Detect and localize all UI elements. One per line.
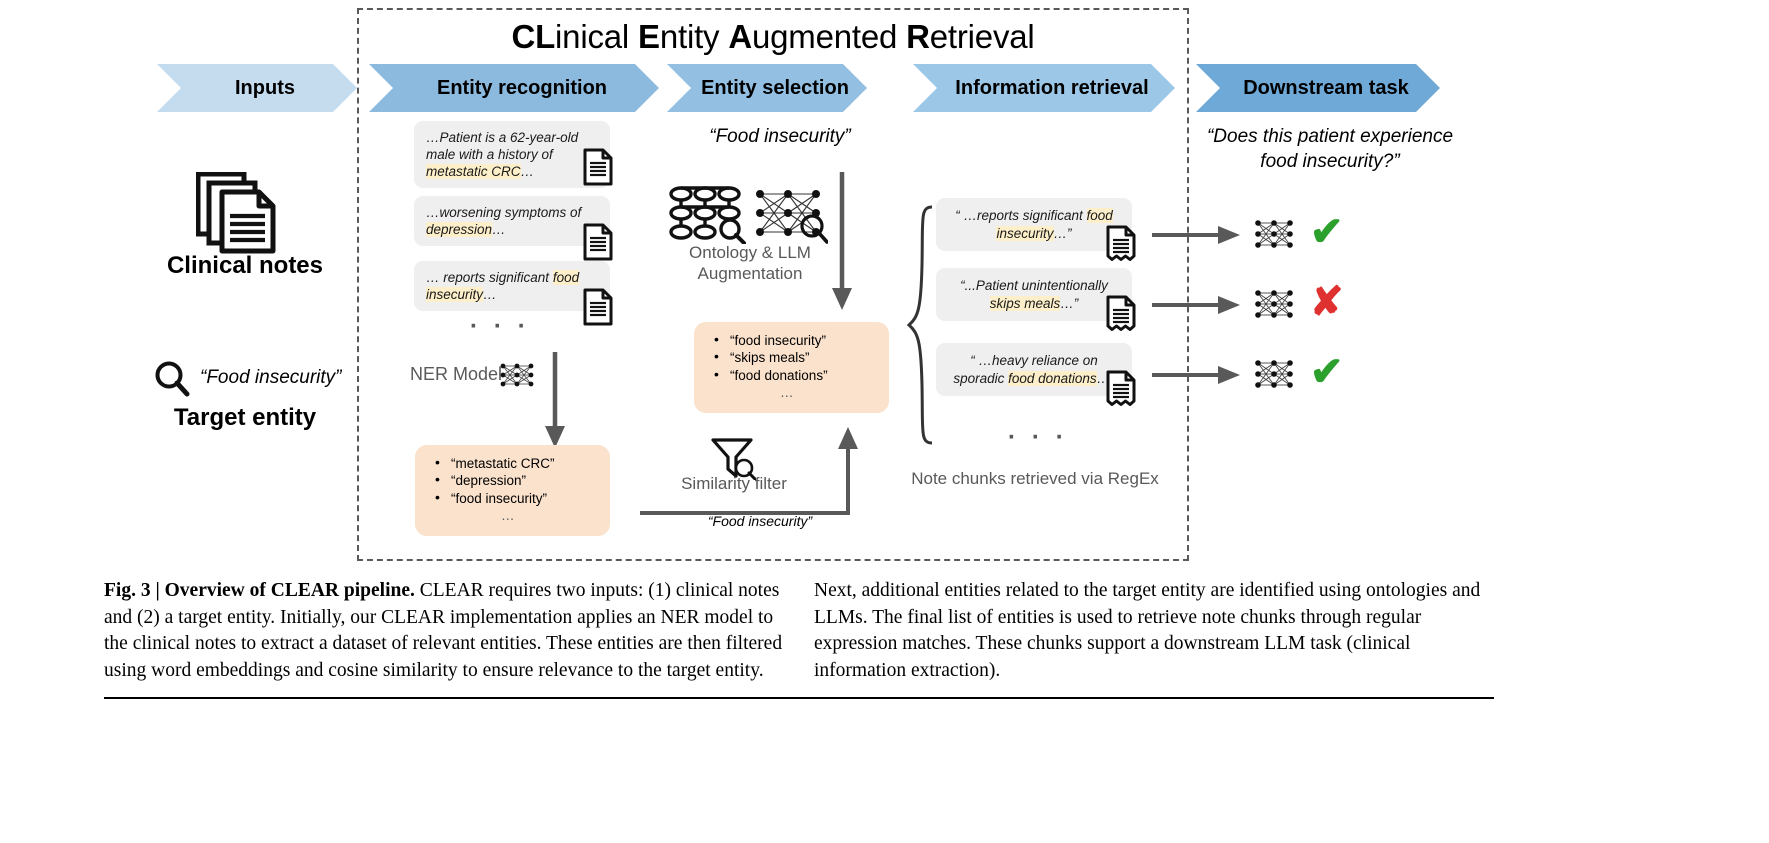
- torn-document-icon: [1106, 370, 1136, 406]
- neural-network-icon: [1255, 290, 1293, 318]
- documents-stack-icon: [196, 172, 276, 254]
- stage-entity-recognition[interactable]: Entity recognition: [369, 64, 659, 112]
- clinical-note-card: … reports significant food insecurity…: [414, 261, 610, 311]
- entity-ellipsis: …: [501, 507, 516, 523]
- torn-document-icon: [1106, 295, 1136, 331]
- note-text: …worsening symptoms of depression…: [426, 205, 582, 237]
- document-icon: [583, 288, 613, 326]
- neural-network-icon: [1255, 220, 1293, 248]
- funnel-search-icon: [711, 438, 756, 480]
- verdict-cross-icon: ✘: [1310, 280, 1344, 324]
- pipeline-stage-bar: Inputs Entity recognition Entity selection…: [0, 64, 1769, 112]
- entity-item: “food insecurity”: [435, 489, 610, 507]
- entity-ellipsis: …: [780, 384, 795, 400]
- neural-network-search-icon: [756, 190, 828, 244]
- right-arrow-icon: [1152, 366, 1240, 384]
- notes-ellipsis: ∙ ∙ ∙: [470, 312, 530, 340]
- note-text: …Patient is a 62-year-old male with a hi…: [426, 130, 579, 179]
- caption-rule: [104, 697, 1494, 699]
- similarity-filter-query: “Food insecurity”: [707, 513, 813, 529]
- stage-information-retrieval[interactable]: Information retrieval: [913, 64, 1175, 112]
- entity-highlight: food insecurity: [426, 270, 580, 302]
- neural-network-icon: [500, 363, 534, 387]
- entity-highlight: metastatic CRC: [426, 164, 521, 179]
- entity-selection-query: “Food insecurity”: [709, 126, 851, 147]
- entity-item: “depression”: [435, 471, 610, 489]
- entity-selection-down-arrow-icon: [832, 172, 852, 310]
- chunk-text: “...Patient unintentionally skips meals……: [960, 278, 1108, 311]
- note-text: … reports significant food insecurity…: [426, 270, 580, 302]
- clinical-note-card: …Patient is a 62-year-old male with a hi…: [414, 121, 610, 188]
- retrieved-chunks-ellipsis: ∙ ∙ ∙: [1008, 423, 1068, 451]
- stage-label: Downstream task: [1243, 76, 1409, 99]
- stage-label: Entity selection: [701, 76, 849, 99]
- retrieved-chunk-card: “...Patient unintentionally skips meals……: [936, 268, 1132, 322]
- extracted-entities-box: “metastatic CRC”“depression”“food insecu…: [415, 445, 610, 537]
- retrieved-chunk-card: “ …heavy reliance on sporadic food donat…: [936, 343, 1132, 397]
- stage-label: Entity recognition: [437, 76, 607, 99]
- ontology-tree-search-icon: [669, 186, 746, 244]
- verdict-check-icon: ✔: [1310, 350, 1344, 394]
- retrieval-caption: Note chunks retrieved via RegEx: [911, 469, 1159, 488]
- magnifier-icon: [155, 361, 190, 397]
- pipeline-title: CLinical Entity Augmented Retrieval: [511, 18, 1035, 55]
- stage-label: Inputs: [235, 76, 295, 99]
- augmented-entities-box: “food insecurity”“skips meals”“food dona…: [694, 322, 889, 414]
- augmentation-label: Ontology & LLM Augmentation: [689, 243, 811, 283]
- target-entity-row: “Food insecurity”: [152, 358, 392, 398]
- right-arrow-icon: [1152, 296, 1240, 314]
- stage-inputs[interactable]: Inputs: [157, 64, 357, 112]
- target-entity-label: Target entity: [173, 404, 317, 431]
- entity-item: “food insecurity”: [714, 331, 889, 349]
- clinical-note-card: …worsening symptoms of depression…: [414, 196, 610, 246]
- entity-highlight: depression: [426, 222, 493, 237]
- stage-entity-selection[interactable]: Entity selection: [667, 64, 867, 112]
- caption-lead: Fig. 3 | Overview of CLEAR pipeline.: [104, 580, 415, 601]
- entity-item: “metastatic CRC”: [435, 454, 610, 472]
- chunk-text: “ …reports significant food insecurity…”: [955, 208, 1113, 241]
- entity-item: “skips meals”: [714, 348, 889, 366]
- torn-document-icon: [1106, 225, 1136, 261]
- clinical-notes-label: Clinical notes: [166, 252, 324, 279]
- clear-pipeline-boundary: [357, 8, 1189, 561]
- neural-network-icon: [1255, 360, 1293, 388]
- similarity-filter-label: Similarity filter: [681, 474, 787, 493]
- curly-brace-icon: [906, 205, 933, 445]
- entity-highlight: skips meals: [989, 295, 1061, 311]
- augmented-entities-list: “food insecurity”“skips meals”“food dona…: [694, 331, 889, 401]
- entity-highlight: food donations: [1008, 370, 1097, 386]
- entity-item: “food donations”: [714, 366, 889, 384]
- caption-body: CLEAR requires two inputs: (1) clinical …: [104, 580, 1481, 681]
- figure-caption: Fig. 3 | Overview of CLEAR pipeline. CLE…: [104, 578, 1494, 684]
- target-entity-query: “Food insecurity”: [200, 367, 342, 388]
- ner-model-label: NER Model: [410, 364, 503, 384]
- verdict-check-icon: ✔: [1310, 210, 1344, 254]
- ner-down-arrow-icon: [545, 352, 565, 448]
- retrieved-chunk-card: “ …reports significant food insecurity…”: [936, 198, 1132, 252]
- similarity-feedback-arrow-icon: [640, 427, 858, 515]
- entity-highlight: food insecurity: [996, 208, 1113, 241]
- stage-label: Information retrieval: [955, 76, 1149, 99]
- stage-downstream-task[interactable]: Downstream task: [1196, 64, 1440, 112]
- downstream-question: “Does this patient experience food insec…: [1206, 126, 1454, 173]
- document-icon: [583, 148, 613, 186]
- document-icon: [583, 223, 613, 261]
- chunk-text: “ …heavy reliance on sporadic food donat…: [953, 353, 1115, 386]
- extracted-entities-list: “metastatic CRC”“depression”“food insecu…: [415, 454, 610, 524]
- right-arrow-icon: [1152, 226, 1240, 244]
